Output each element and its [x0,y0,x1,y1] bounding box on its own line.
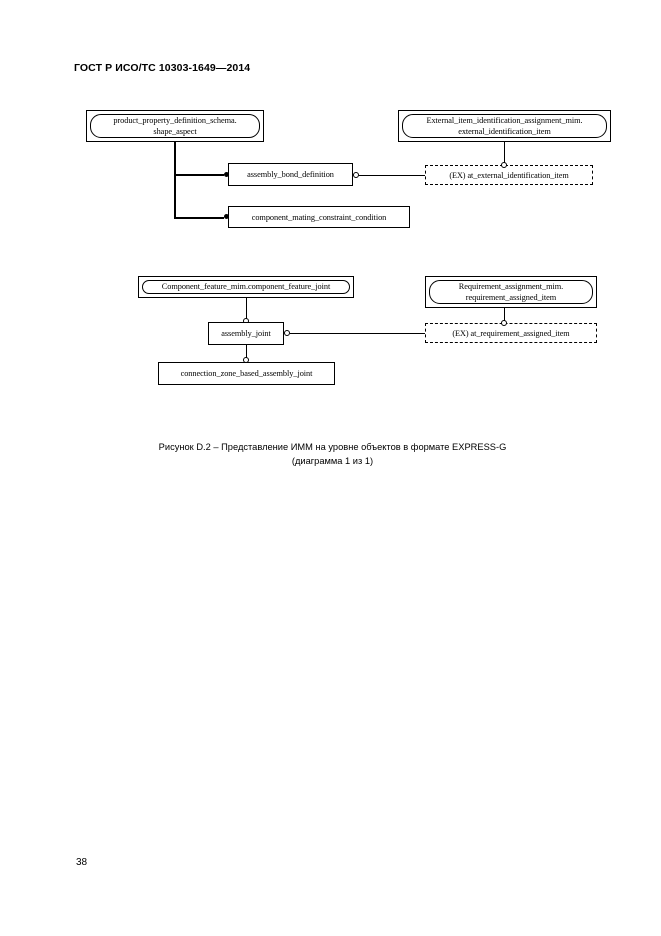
node-label: (EX) at_external_identification_item [449,170,569,180]
connector-assembly-bond-to-ex-external [359,175,425,176]
node-product-property-definition-schema: product_property_definition_schema. shap… [86,110,264,142]
connector-branch-to-component-mating [174,217,224,219]
node-external-item-identification-assignment-schema: External_item_identification_assignment_… [398,110,611,142]
node-label-line2: requirement_assigned_item [465,293,557,302]
node-at-requirement-assigned-item: (EX) at_requirement_assigned_item [425,323,597,343]
relationship-dot-assembly-bond-right [353,172,359,178]
connector-requirement-schema-to-ex-box [504,308,505,323]
connector-assembly-joint-to-ex-requirement [290,333,425,334]
document-header-standard-number: ГОСТ Р ИСО/ТС 10303-1649—2014 [74,62,251,74]
figure-caption-line1: Рисунок D.2 – Представление ИММ на уровн… [158,442,507,452]
relationship-dot-assembly-joint-right [284,330,290,336]
connector-assembly-joint-to-connection-zone [246,345,247,363]
node-external-item-identification-assignment-schema-inner: External_item_identification_assignment_… [402,114,607,138]
node-component-mating-constraint-condition: component_mating_constraint_condition [228,206,410,228]
connector-component-feature-to-assembly-joint [246,298,247,323]
relationship-dot-assembly-bond-left [224,172,229,177]
node-product-property-definition-schema-inner: product_property_definition_schema. shap… [90,114,260,138]
node-requirement-assignment-mim-schema-inner: Requirement_assignment_mim. requirement_… [429,280,593,304]
relationship-dot-component-mating-left [224,214,229,219]
node-label: assembly_bond_definition [247,170,334,179]
node-component-feature-mim-schema: Component_feature_mim.component_feature_… [138,276,354,298]
node-label: connection_zone_based_assembly_joint [180,369,313,378]
connector-trunk-vertical [174,142,176,219]
node-component-feature-mim-schema-inner: Component_feature_mim.component_feature_… [142,280,350,294]
node-label: (EX) at_requirement_assigned_item [452,328,570,338]
page-number: 38 [76,857,88,868]
figure-caption: Рисунок D.2 – Представление ИММ на уровн… [60,441,605,468]
node-label: assembly_joint [221,329,271,338]
node-label-line1: External_item_identification_assignment_… [426,115,583,125]
node-label-line1: Component_feature_mim.component_feature_… [161,282,331,292]
node-connection-zone-based-assembly-joint: connection_zone_based_assembly_joint [158,362,335,385]
node-assembly-joint: assembly_joint [208,322,284,345]
node-at-external-identification-item: (EX) at_external_identification_item [425,165,593,185]
node-assembly-bond-definition: assembly_bond_definition [228,163,353,186]
node-label-line2: external_identification_item [458,127,551,136]
node-requirement-assignment-mim-schema: Requirement_assignment_mim. requirement_… [425,276,597,308]
node-label-line1: product_property_definition_schema. [113,115,237,125]
relationship-dot-ex-external-top [501,162,507,168]
connector-external-schema-to-ex-box [504,142,505,165]
node-label: component_mating_constraint_condition [251,212,387,222]
connector-branch-to-assembly-bond [174,174,224,176]
figure-caption-line2: (диаграмма 1 из 1) [291,455,374,466]
node-label-line2: shape_aspect [153,127,197,136]
node-label-line1: Requirement_assignment_mim. [458,281,564,291]
relationship-dot-ex-requirement-top [501,320,507,326]
